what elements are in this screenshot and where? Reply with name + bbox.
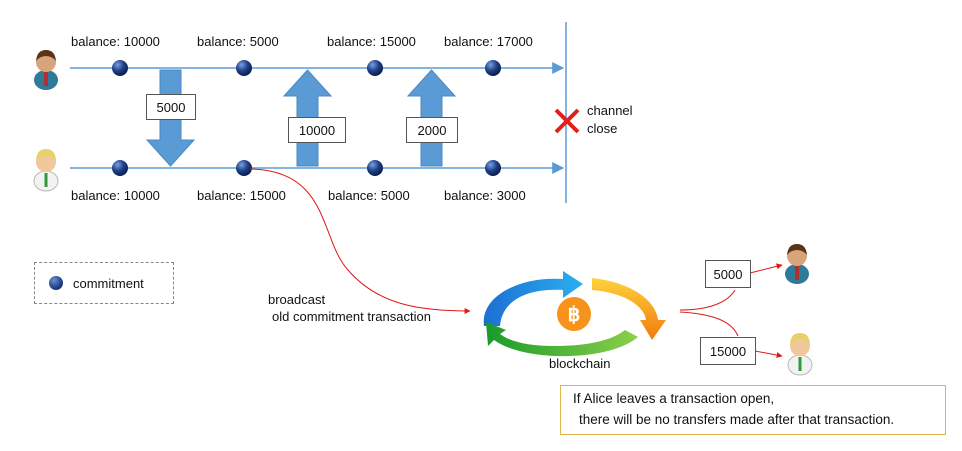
- commitment-icon: [49, 276, 63, 290]
- blockchain-label: blockchain: [549, 356, 611, 371]
- balance-label: balance: 10000: [71, 188, 160, 203]
- bob-avatar-icon: [785, 244, 809, 284]
- bob-avatar-icon: [34, 50, 58, 90]
- transfer-amount: 2000: [406, 117, 458, 143]
- balance-label: balance: 15000: [327, 34, 416, 49]
- payout-line: [679, 289, 736, 311]
- top-commitments: [112, 60, 501, 76]
- balance-label: balance: 15000: [197, 188, 286, 203]
- commitment-dot: [367, 60, 383, 76]
- channel-close-label: close: [587, 121, 618, 136]
- commitment-dot: [367, 160, 383, 176]
- payout-amount: 15000: [700, 337, 756, 365]
- payout-amount: 5000: [705, 260, 751, 288]
- bottom-commitments: [112, 160, 501, 176]
- note-line: If Alice leaves a transaction open,: [573, 391, 775, 406]
- channel-close-label: channel: [587, 103, 633, 118]
- transfer-amount: 10000: [288, 117, 346, 143]
- payout-line: [749, 263, 783, 274]
- balance-label: balance: 17000: [444, 34, 533, 49]
- commitment-dot: [485, 160, 501, 176]
- commitment-dot: [236, 160, 252, 176]
- broadcast-label: old commitment transaction: [272, 309, 431, 324]
- transfer-amount: 5000: [146, 94, 196, 120]
- alice-avatar-icon: [33, 149, 59, 192]
- balance-label: balance: 3000: [444, 188, 526, 203]
- legend-label: commitment: [73, 275, 144, 291]
- note-line: there will be no transfers made after th…: [579, 412, 895, 427]
- balance-label: balance: 5000: [328, 188, 410, 203]
- balance-label: balance: 5000: [197, 34, 279, 49]
- close-icon: [554, 108, 580, 134]
- svg-text:฿: ฿: [568, 304, 581, 326]
- commitment-dot: [236, 60, 252, 76]
- bitcoin-icon: ฿: [557, 297, 591, 331]
- alice-avatar-icon: [787, 333, 813, 376]
- blockchain-cycle-icon: [483, 271, 666, 357]
- note-box: If Alice leaves a transaction open, ther…: [560, 385, 946, 435]
- commitment-dot: [485, 60, 501, 76]
- broadcast-curve: [249, 168, 471, 314]
- commitment-dot: [112, 160, 128, 176]
- broadcast-label: broadcast: [268, 292, 326, 307]
- payout-line: [754, 350, 783, 358]
- balance-label: balance: 10000: [71, 34, 160, 49]
- commitment-dot: [112, 60, 128, 76]
- legend: commitment: [34, 262, 174, 304]
- payout-line: [679, 311, 739, 337]
